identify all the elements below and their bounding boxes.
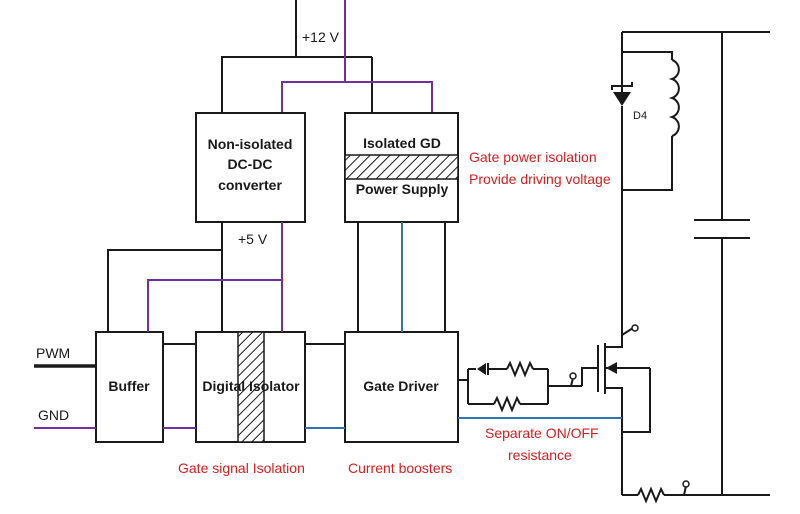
dcdc-label-line1: Non-isolated [208,136,293,152]
gnd-label: GND [38,407,69,423]
sense-resistor [637,486,665,504]
inductor-coil [668,59,680,137]
isolated-gd-label-line1: Isolated GD [363,135,441,151]
isolated-gd-power-supply-block: Isolated GD Power Supply [344,112,459,223]
diode-symbol [613,92,631,106]
dcdc-label-line2: DC-DC [227,156,272,172]
digital-isolator-label: Digital Isolator [202,378,300,394]
mosfet-arrow [606,362,617,374]
buffer-block: Buffer [95,331,164,443]
block-wiring [34,222,446,429]
separate-resistance-note-line2: resistance [508,447,572,463]
v5-label: +5 V [238,231,268,247]
digital-isolator-block: Digital Isolator [195,331,306,443]
current-boosters-note: Current boosters [348,460,452,476]
supply-wiring [221,0,433,113]
v12-label: +12 V [302,29,340,45]
isolation-barrier-hatch [237,331,265,443]
gate-power-note-line1: Gate power isolation [469,149,597,165]
buffer-label: Buffer [108,378,150,394]
gate-driver-block: Gate Driver [344,331,459,443]
gate-driver-label: Gate Driver [363,378,439,394]
gate-power-note-line2: Provide driving voltage [469,171,611,187]
gate-signal-note: Gate signal Isolation [178,460,305,476]
dcdc-converter-block: Non-isolated DC-DC converter [195,112,306,223]
dcdc-label-line3: converter [218,177,282,193]
gate-diode [477,363,486,375]
diode-label: D4 [633,110,647,122]
turn-off-resistor [493,395,521,413]
pwm-label: PWM [36,345,70,361]
separate-resistance-note-line1: Separate ON/OFF [485,425,599,441]
isolated-gd-label-line2: Power Supply [356,181,449,197]
isolation-barrier-hatch [344,154,459,180]
turn-on-resistor [506,360,534,378]
power-stage: D4 [458,31,770,504]
